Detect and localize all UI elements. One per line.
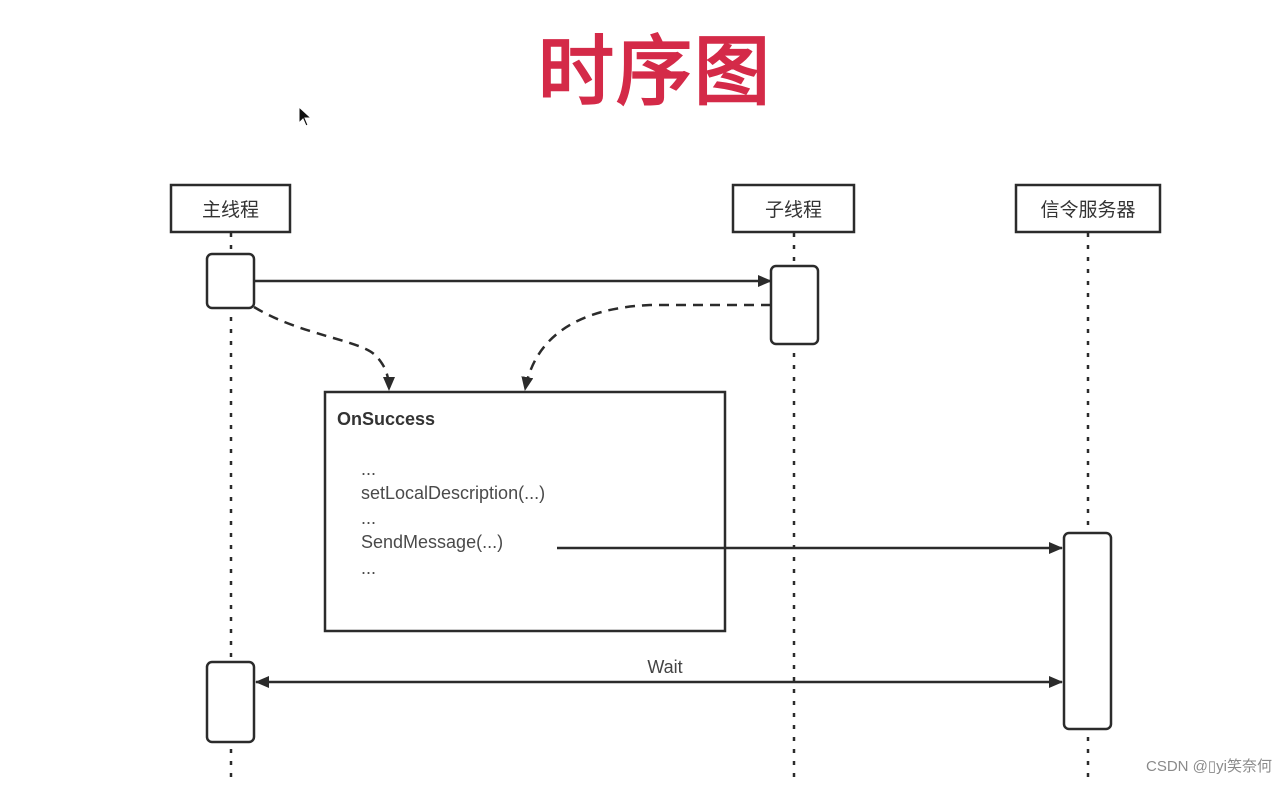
callback-box: OnSuccess ... setLocalDescription(...) .… <box>323 390 727 633</box>
callback-line: SendMessage(...) <box>361 532 503 552</box>
diagram-title: 时序图 <box>538 27 772 116</box>
activation-server-1 <box>1062 531 1113 731</box>
watermark: CSDN @▯yi笑奈何 <box>1146 758 1272 775</box>
callback-line: ... <box>361 508 376 528</box>
actor-main: 主线程 <box>169 183 292 234</box>
message-main-to-callback <box>253 305 395 391</box>
activation-main-2 <box>205 660 256 744</box>
activation-child-1 <box>769 264 820 346</box>
activation-main-1 <box>205 252 256 310</box>
actor-main-label: 主线程 <box>202 199 259 221</box>
actor-server: 信令服务器 <box>1014 183 1162 234</box>
actor-child: 子线程 <box>731 183 856 234</box>
message-child-to-callback <box>521 303 771 391</box>
arrow-cursor-icon <box>298 105 314 132</box>
callback-title: OnSuccess <box>337 409 435 429</box>
callback-line: ... <box>361 558 376 578</box>
callback-line: ... <box>361 459 376 479</box>
actor-child-label: 子线程 <box>765 199 822 221</box>
message-wait-label: Wait <box>647 657 682 677</box>
callback-line: setLocalDescription(...) <box>361 483 545 503</box>
actor-server-label: 信令服务器 <box>1040 199 1135 221</box>
